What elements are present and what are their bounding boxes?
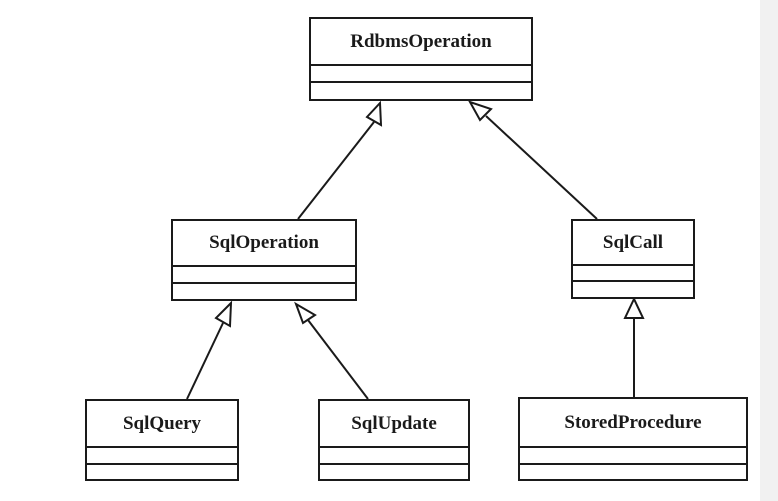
- class-name-sqlcall: SqlCall: [573, 221, 693, 266]
- attributes-compartment: [173, 267, 355, 284]
- attributes-compartment: [87, 448, 237, 465]
- class-sqlquery: SqlQuery: [85, 399, 239, 481]
- class-sqlupdate: SqlUpdate: [318, 399, 470, 481]
- class-rdbmsoperation: RdbmsOperation: [309, 17, 533, 101]
- operations-compartment: [87, 465, 237, 479]
- generalization-links: [186, 100, 645, 400]
- operations-compartment: [173, 284, 355, 299]
- operations-compartment: [320, 465, 468, 479]
- link-sqloperation-rdbmsoperation: [297, 121, 375, 220]
- link-sqlcall-rdbmsoperation: [485, 115, 598, 220]
- arrowhead-sqloperation-rdbmsoperation: [365, 100, 383, 127]
- class-sqlcall: SqlCall: [571, 219, 695, 299]
- attributes-compartment: [320, 448, 468, 465]
- class-name-sqlupdate: SqlUpdate: [320, 401, 468, 448]
- diagram-canvas: RdbmsOperation SqlOperation SqlCall SqlQ…: [85, 17, 748, 481]
- attributes-compartment: [573, 266, 693, 282]
- class-name-storedprocedure: StoredProcedure: [520, 399, 746, 448]
- class-name-sqlquery: SqlQuery: [87, 401, 237, 448]
- arrowhead-sqlcall-rdbmsoperation: [467, 100, 493, 122]
- attributes-compartment: [311, 66, 531, 83]
- link-sqlquery-sqloperation: [186, 322, 224, 400]
- page-edge-strip: [760, 0, 778, 501]
- class-name-sqloperation: SqlOperation: [173, 221, 355, 267]
- attributes-compartment: [520, 448, 746, 465]
- operations-compartment: [573, 282, 693, 297]
- class-sqloperation: SqlOperation: [171, 219, 357, 301]
- link-sqlupdate-sqloperation: [307, 319, 369, 400]
- class-storedprocedure: StoredProcedure: [518, 397, 748, 481]
- operations-compartment: [311, 83, 531, 99]
- operations-compartment: [520, 465, 746, 479]
- arrowhead-sqlupdate-sqloperation: [294, 301, 317, 325]
- arrowhead-sqlquery-sqloperation: [214, 300, 233, 328]
- arrowhead-storedprocedure-sqlcall: [623, 296, 645, 319]
- class-name-rdbmsoperation: RdbmsOperation: [311, 19, 531, 66]
